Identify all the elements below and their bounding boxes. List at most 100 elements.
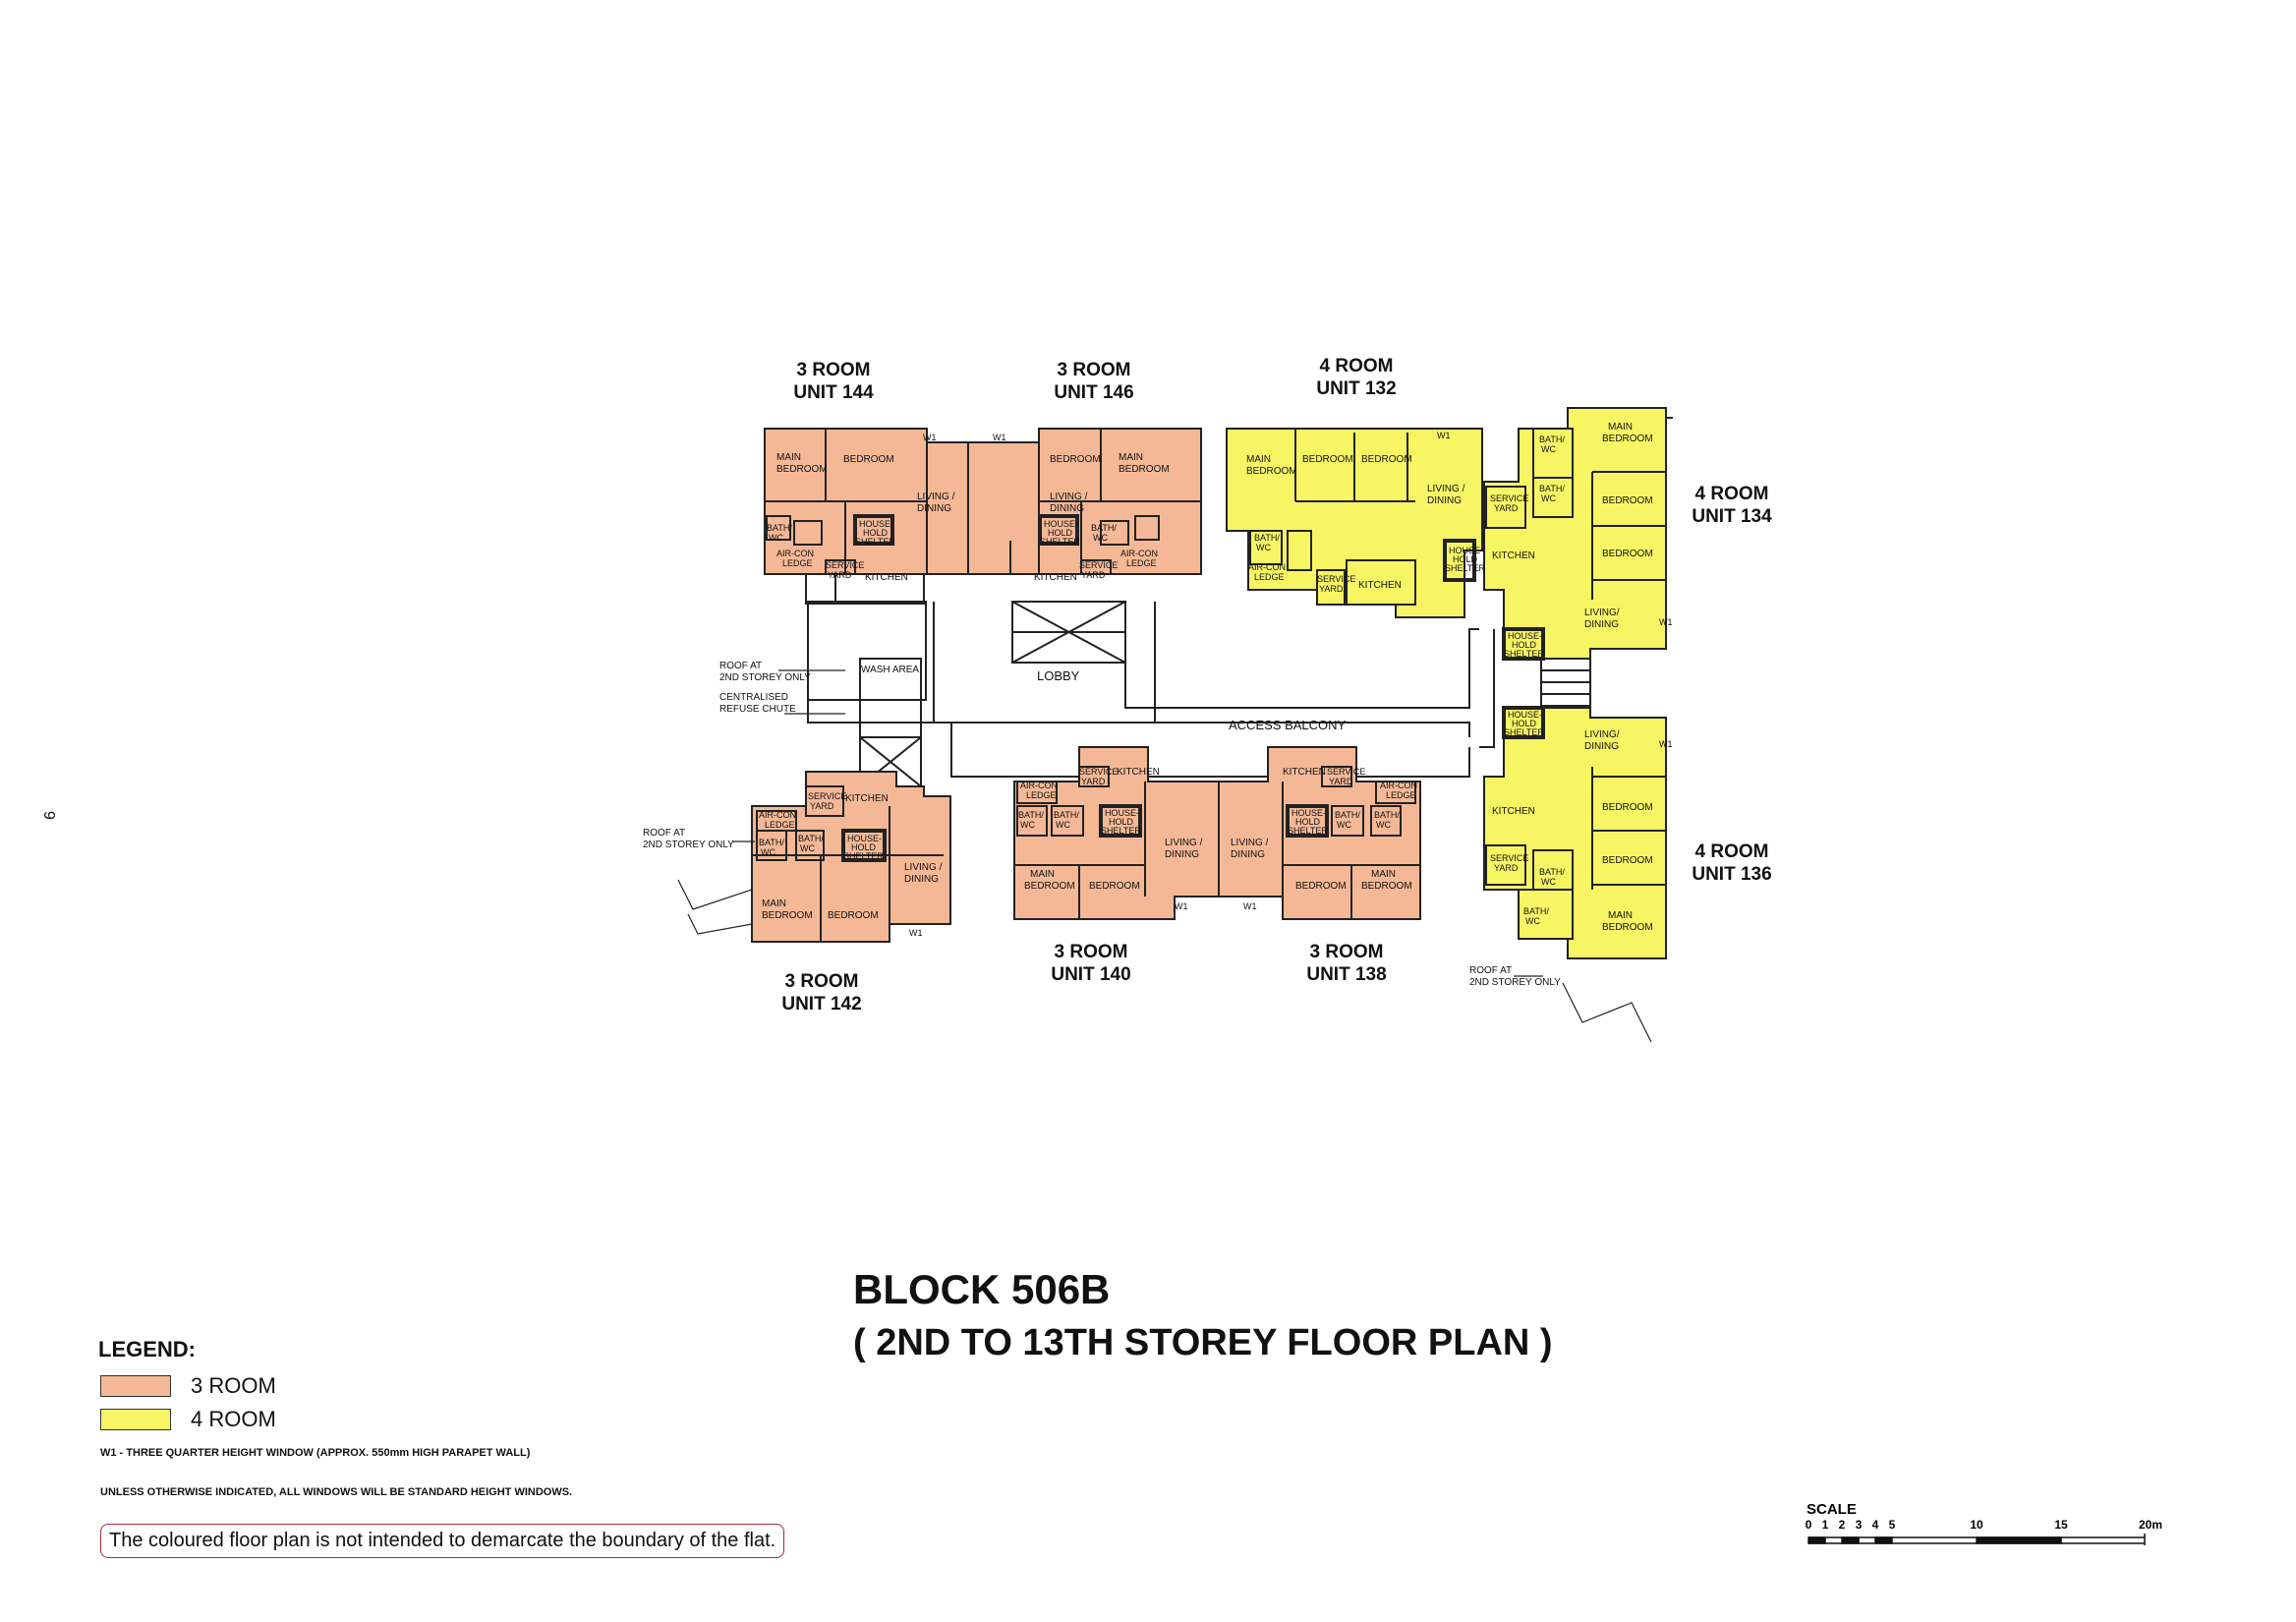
w1-marker: W1 (1437, 431, 1451, 440)
corridor-walls (807, 601, 1591, 787)
room-label: YARD (1081, 570, 1106, 580)
room-label: HOUSE- (1449, 546, 1483, 555)
scale-tick: 1 (1822, 1518, 1829, 1532)
unit-134-type: 4 ROOM (1695, 484, 1769, 504)
room-label: HOUSE- (1044, 519, 1078, 529)
unit-132-plan (1226, 428, 1483, 618)
leader-lines (677, 669, 1652, 1043)
room-label: LIVING / (1050, 492, 1088, 502)
legend-swatch (100, 1409, 171, 1430)
room-label: MAIN (1119, 452, 1143, 463)
unit-136-plan (1483, 706, 1667, 959)
room-label: SERVICE (826, 560, 864, 570)
room-label: BEDROOM (828, 910, 879, 921)
room-label: BATH/ (767, 523, 792, 533)
room-label: HOLD (1512, 640, 1537, 650)
room-label: KITCHEN (1283, 767, 1326, 778)
roof-label: 2ND STOREY ONLY (719, 672, 811, 683)
room-label: BATH/ (1018, 810, 1044, 820)
room-label: BEDROOM (1295, 881, 1347, 892)
room-label: SHELTER (1040, 537, 1080, 547)
room-label: AIR-CON (776, 549, 814, 558)
room-label: SERVICE (1079, 560, 1118, 570)
scale-tick: 4 (1872, 1518, 1879, 1532)
room-label: BATH/ (1539, 434, 1565, 444)
room-label: HOUSE- (1292, 808, 1326, 818)
unit-140-type: 3 ROOM (1055, 942, 1128, 962)
scale-label: SCALE (1807, 1501, 1857, 1518)
legend-item-3-room: 3 ROOM (100, 1373, 276, 1398)
roof-label: 2ND STOREY ONLY (1469, 977, 1561, 988)
unit-146-number: UNIT 146 (1054, 382, 1133, 403)
room-label: BEDROOM (1602, 922, 1653, 933)
room-label: LEDGE (782, 558, 813, 568)
room-label: WC (1525, 916, 1540, 926)
unit-146-plan (967, 428, 1202, 575)
room-label: AIR-CON (1380, 781, 1417, 790)
room-label: BEDROOM (1361, 454, 1412, 465)
room-label: HOLD (1453, 554, 1478, 564)
room-label: MAIN (762, 898, 786, 909)
room-label: BATH/ (1523, 906, 1549, 916)
unit-146-type: 3 ROOM (1058, 360, 1131, 380)
room-label: DINING (1427, 495, 1462, 506)
disclaimer-box: The coloured floor plan is not intended … (100, 1524, 785, 1558)
room-label: MAIN (776, 452, 801, 463)
unit-142-plan (751, 771, 951, 943)
w1-note: W1 - THREE QUARTER HEIGHT WINDOW (APPROX… (100, 1447, 531, 1459)
room-label: SERVICE (808, 791, 846, 801)
room-label: BEDROOM (1024, 881, 1075, 892)
room-label: MAIN (1371, 869, 1396, 880)
room-label: SHELTER (1504, 649, 1544, 659)
room-label: SERVICE (1079, 767, 1118, 777)
unit-142-type: 3 ROOM (785, 971, 859, 992)
room-label: LIVING/ (1584, 729, 1620, 740)
plan-subtitle: ( 2ND TO 13TH STOREY FLOOR PLAN ) (853, 1322, 1553, 1363)
scale-tick: 15 (2054, 1518, 2068, 1532)
room-label: BEDROOM (1602, 495, 1653, 506)
room-label: LIVING/ (1584, 608, 1620, 618)
room-label: BATH/ (759, 838, 784, 847)
room-label: WC (769, 533, 783, 543)
room-label: SHELTER (1504, 727, 1544, 737)
room-label: BEDROOM (1361, 881, 1412, 892)
room-label: HOUSE- (1105, 808, 1139, 818)
room-label: YARD (1329, 777, 1353, 786)
room-label: YARD (1081, 777, 1106, 786)
room-label: HOLD (1109, 817, 1134, 827)
room-label: HOLD (851, 842, 877, 852)
room-label: SHELTER (1445, 563, 1485, 573)
legend-label: 4 ROOM (191, 1407, 276, 1431)
room-label: BATH/ (1539, 484, 1565, 493)
room-label: SHELTER (1101, 826, 1141, 836)
room-label: AIR-CON (1248, 562, 1286, 572)
unit-138-type: 3 ROOM (1310, 942, 1384, 962)
room-label: DINING (1584, 619, 1619, 630)
unit-132-number: UNIT 132 (1316, 378, 1396, 399)
room-label: BEDROOM (1602, 549, 1653, 559)
room-label: MAIN (1246, 454, 1271, 465)
room-label: DINING (1050, 503, 1084, 514)
access-balcony-label: ACCESS BALCONY (1229, 718, 1347, 732)
scale-tick: 5 (1889, 1518, 1896, 1532)
roof-label: 2ND STOREY ONLY (643, 840, 734, 850)
room-label: AIR-CON (1120, 549, 1158, 558)
room-label: LIVING / (917, 492, 955, 502)
scale-tick: 2 (1839, 1518, 1846, 1532)
room-label: LEDGE (1386, 790, 1416, 800)
room-label: HOLD (1295, 817, 1321, 827)
room-label: BATH/ (1335, 810, 1360, 820)
room-label: SERVICE (1490, 493, 1528, 503)
w1-marker: W1 (1243, 901, 1257, 911)
unit-140-plan (1013, 746, 1220, 920)
room-label: BATH/ (1254, 533, 1280, 543)
room-label: LEDGE (1254, 572, 1285, 582)
room-label: HOUSE- (847, 834, 882, 843)
room-label: WC (1541, 877, 1556, 887)
room-label: KITCHEN (845, 793, 889, 804)
w1-marker: W1 (993, 433, 1006, 442)
room-label: YARD (1319, 584, 1344, 594)
room-label: DINING (1231, 849, 1265, 860)
w1-marker: W1 (923, 433, 937, 442)
room-label: BEDROOM (1089, 881, 1140, 892)
